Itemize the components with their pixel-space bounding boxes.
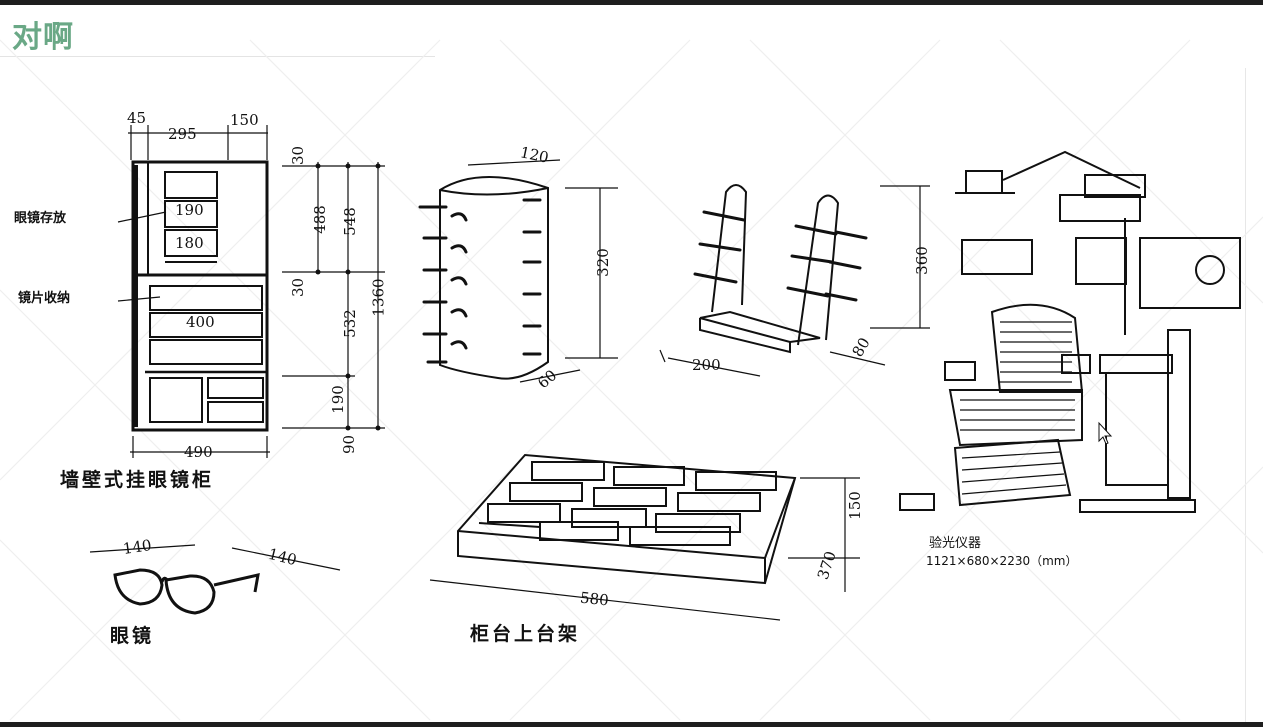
caption-counter-tray: 柜台上台架 [470, 623, 581, 645]
caption-wall-cabinet: 墙壁式挂眼镜柜 [60, 469, 215, 491]
refraction-unit [899, 150, 1241, 513]
glasses-drawing [89, 544, 341, 615]
wall-cabinet [117, 125, 385, 458]
bottom-bar [0, 722, 1263, 727]
dim-h-30a: 30 [289, 145, 308, 166]
mouse-cursor-icon [1098, 421, 1113, 445]
dim-h-488: 488 [310, 205, 329, 234]
dim-stand-320: 320 [593, 248, 612, 277]
counter-tray [429, 453, 860, 621]
caption-refractor: 验光仪器 [929, 536, 982, 551]
dim-h-30b: 30 [289, 277, 308, 298]
dim-tray-580: 580 [579, 588, 610, 610]
dim-h-548: 548 [340, 207, 359, 236]
slide-title: 对啊 [12, 20, 74, 55]
title-rule [0, 56, 435, 57]
dim-shelf-180: 180 [175, 234, 204, 252]
display-rack [659, 184, 930, 377]
dim-cabinet-295: 295 [168, 125, 197, 143]
dim-tray-150: 150 [845, 491, 864, 520]
caption-glasses: 眼镜 [110, 625, 155, 647]
label-glasses-storage: 眼镜存放 [14, 211, 67, 226]
dim-glasses-140a: 140 [121, 536, 153, 558]
dim-rack-360: 360 [912, 246, 931, 275]
refractor-size: 1121×680×2230（mm） [926, 554, 1078, 568]
slide-edge [1245, 68, 1246, 722]
glasses-stand [439, 159, 618, 383]
top-bar [0, 0, 1263, 5]
dim-drawer-400: 400 [186, 313, 215, 331]
dim-h-532: 532 [340, 309, 359, 338]
label-lens-storage: 镜片收纳 [18, 291, 71, 306]
watermark-icon [0, 39, 1263, 721]
dim-shelf-190: 190 [175, 201, 204, 219]
dim-h-1360: 1360 [369, 278, 388, 317]
dim-cabinet-490: 490 [184, 443, 213, 461]
dim-rack-200: 200 [692, 356, 721, 374]
dim-cabinet-45: 45 [127, 109, 147, 127]
dim-h-90: 90 [340, 434, 359, 455]
dim-h-190: 190 [328, 385, 347, 414]
dim-cabinet-150: 150 [230, 111, 259, 129]
